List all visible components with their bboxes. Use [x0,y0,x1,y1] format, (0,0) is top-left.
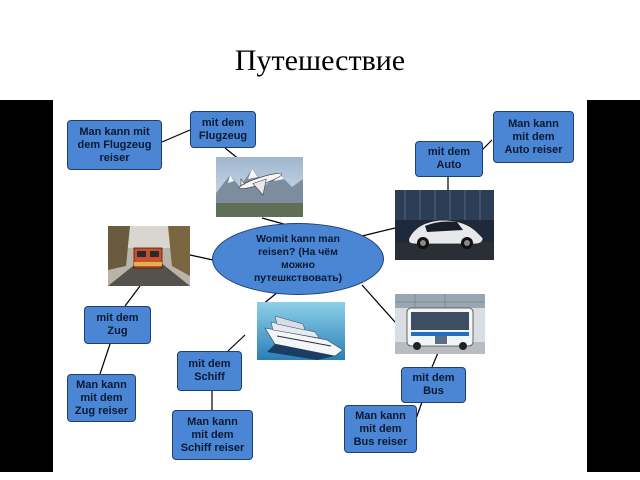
box-bus-reisen: Man kann mit dem Bus reiser [344,405,417,453]
link-center-bus [361,284,396,323]
link-zug-pic-mit [124,285,141,307]
box-flugzeug-mit: mit dem Flugzeug [190,111,256,148]
box-bus-mit: mit dem Bus [401,367,466,403]
link-zug-mit-reisen [99,343,111,375]
ship-photo [257,302,345,360]
slide-title: Путешествие [234,44,406,77]
right-black-bar [587,100,640,472]
link-ship-schiff-mit [227,334,246,352]
box-schiff-mit: mit dem Schiff [177,351,242,391]
box-flugzeug-reisen: Man kann mit dem Flugzeug reiser [67,120,162,170]
link-pic-center-train [189,254,214,261]
box-auto-reisen: Man kann mit dem Auto reiser [493,111,574,163]
train-photo [108,226,190,286]
box-schiff-reisen: Man kann mit dem Schiff reiser [172,410,253,460]
link-bus-pic-mit [431,352,439,368]
box-zug-reisen: Man kann mit dem Zug reiser [67,374,136,422]
link-flugzeug-mit-reisen [161,129,191,143]
car-photo [395,190,494,260]
link-auto-reisen-mit [481,139,493,151]
center-question: Womit kann man reisen? (На чём можно пут… [212,223,384,295]
box-zug-mit: mit dem Zug [84,306,151,344]
left-black-bar [0,100,53,472]
box-auto-mit: mit dem Auto [415,141,483,177]
bus-photo [395,294,485,354]
airplane-photo [216,157,303,217]
